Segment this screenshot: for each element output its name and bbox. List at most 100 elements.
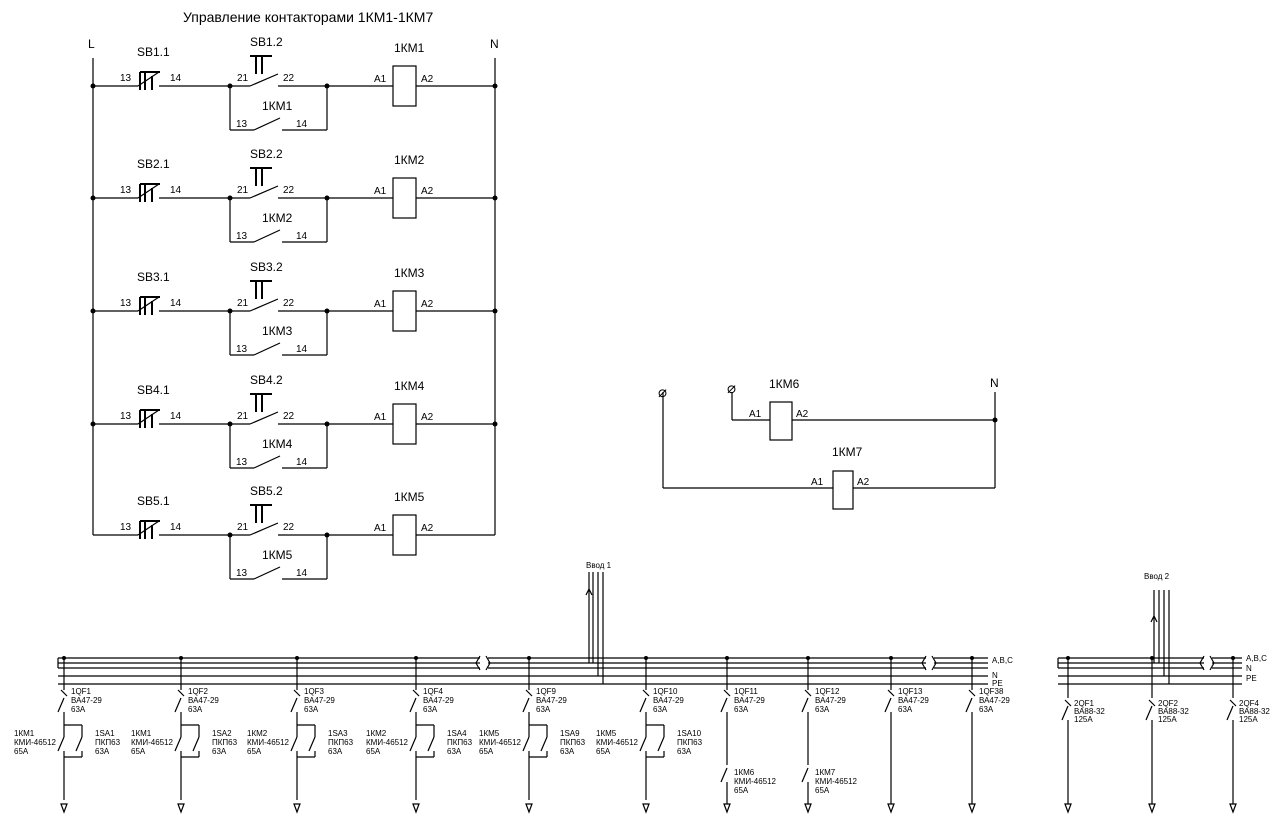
qf-type: ВА47-29	[815, 696, 846, 705]
qf-rating: 63A	[815, 705, 830, 714]
qf-rating: 63A	[536, 705, 551, 714]
sa-type: ПКП63	[677, 738, 703, 747]
qf-type: ВА88-32	[1074, 707, 1105, 716]
phase-l-label: L	[88, 37, 95, 51]
pin-label: A2	[421, 523, 434, 534]
qf-rating: 63A	[304, 705, 319, 714]
sa-label: 1SA10	[677, 729, 702, 738]
feeder-contactor-switch: 1QF9ВА47-2963A1КМ5КМИ-4651265A1SA9ПКП636…	[479, 656, 586, 814]
qf-type: ВА47-29	[423, 696, 454, 705]
pin-label: 13	[236, 457, 248, 468]
pin-label: A2	[421, 186, 434, 197]
qf-type: ВА88-32	[1239, 707, 1270, 716]
pin-label: 14	[170, 411, 182, 422]
pin-label: 22	[283, 298, 295, 309]
pin-label: A1	[374, 299, 387, 310]
pin-label: A2	[421, 74, 434, 85]
neutral-n-label: N	[490, 37, 499, 51]
qf-label: 1QF38	[979, 687, 1004, 696]
km-label: 1КМ2	[247, 729, 268, 738]
terminal-symbol: ⌀	[727, 380, 736, 397]
aux-contact-label: 1КМ1	[262, 99, 293, 113]
qf-label: 1QF4	[423, 687, 444, 696]
pin-label: 14	[296, 119, 308, 130]
pin-label: A1	[374, 412, 387, 423]
coil-1km7	[832, 470, 854, 510]
qf-label: 1QF13	[898, 687, 923, 696]
km-type: КМИ-46512	[14, 738, 57, 747]
pin-label: 21	[237, 73, 249, 84]
qf-rating: 125A	[1074, 715, 1093, 724]
feeder-contactor-switch: 1QF3ВА47-2963A1КМ2КМИ-4651265A1SA3ПКП636…	[247, 656, 354, 814]
pin-label: 14	[170, 73, 182, 84]
sa-label: 1SA2	[212, 729, 232, 738]
pin-label: 13	[120, 298, 132, 309]
qf-type: ВА47-29	[734, 696, 765, 705]
sb-stop-label: SB4.2	[250, 373, 283, 387]
sa-label: 1SA9	[560, 729, 580, 738]
control-power-bus: L N	[88, 37, 499, 535]
km-type: КМИ-46512	[479, 738, 522, 747]
km-label: 1КМ7	[815, 768, 836, 777]
coil-label: 1КМ5	[394, 490, 425, 504]
qf-label: 1QF1	[71, 687, 92, 696]
coil-1km7-label: 1КМ7	[832, 445, 863, 459]
sb-start-label: SB2.1	[137, 157, 170, 171]
aux-contact-label: 1КМ4	[262, 437, 293, 451]
pin-label: A1	[374, 186, 387, 197]
pin-label: 22	[283, 411, 295, 422]
coil-label: 1КМ4	[394, 379, 425, 393]
aux-neutral-label: N	[990, 376, 999, 390]
km-rating: 65A	[131, 747, 146, 756]
pin-label: 13	[236, 568, 248, 579]
sb-start-label: SB4.1	[137, 383, 170, 397]
km-label: 1КМ6	[734, 768, 755, 777]
sa-rating: 63A	[677, 747, 692, 756]
sb-start-label: SB5.1	[137, 494, 170, 508]
km-type: КМИ-46512	[734, 777, 777, 786]
km-rating: 65A	[366, 747, 381, 756]
km-label: 1КМ2	[366, 729, 387, 738]
qf-rating: 63A	[734, 705, 749, 714]
sb-stop-label: SB1.2	[250, 35, 283, 49]
pin-label: 14	[170, 522, 182, 533]
km-label: 1КМ5	[479, 729, 500, 738]
diagram-title: Управление контакторами 1КМ1-1КМ7	[183, 9, 433, 25]
sa-rating: 63A	[95, 747, 110, 756]
km-rating: 65A	[815, 786, 830, 795]
km-rating: 65A	[734, 786, 749, 795]
pin-label: 13	[120, 185, 132, 196]
km-type: КМИ-46512	[247, 738, 290, 747]
sb-stop-label: SB3.2	[250, 260, 283, 274]
sa-rating: 63A	[212, 747, 227, 756]
km-rating: 65A	[14, 747, 29, 756]
pin-label: A2	[796, 409, 809, 420]
sa-rating: 63A	[447, 747, 462, 756]
bus-n-label: N	[992, 671, 998, 680]
coil-label: 1КМ3	[394, 266, 425, 280]
qf-label: 1QF11	[734, 687, 758, 696]
aux-contact-label: 1КМ5	[262, 548, 293, 562]
km-label: 1КМ1	[14, 729, 35, 738]
coil	[392, 514, 417, 556]
coil-label: 1КМ1	[394, 41, 425, 55]
sa-label: 1SA3	[328, 729, 348, 738]
coil	[392, 65, 417, 107]
coil-label: 1КМ2	[394, 153, 425, 167]
qf-label: 2QF2	[1158, 699, 1179, 708]
pin-label: 21	[237, 411, 249, 422]
pin-label: 21	[237, 298, 249, 309]
pin-label: 13	[236, 231, 248, 242]
feeder-circuits: 1QF1ВА47-2963A1КМ1КМИ-4651265A1SA1ПКП636…	[14, 656, 1270, 814]
bus-phases-label: A,B,C	[992, 656, 1013, 665]
qf-rating: 63A	[188, 705, 203, 714]
input2-label: Ввод 2	[1144, 572, 1170, 581]
